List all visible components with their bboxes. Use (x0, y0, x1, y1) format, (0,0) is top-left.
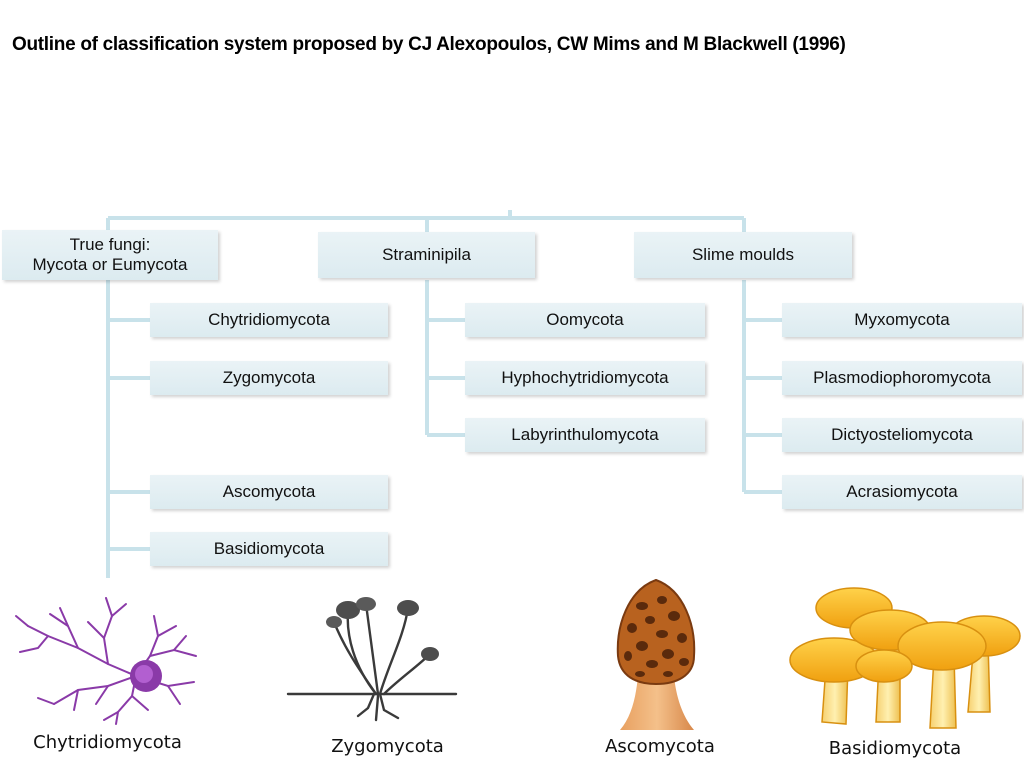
taxon-hyphochytridiomycota: Hyphochytridiomycota (465, 361, 705, 395)
taxon-acrasiomycota: Acrasiomycota (782, 475, 1022, 509)
taxon-ascomycota: Ascomycota (150, 475, 388, 509)
taxon-labyrinthulomycota: Labyrinthulomycota (465, 418, 705, 452)
taxon-oomycota: Oomycota (465, 303, 705, 337)
taxon-basidiomycota: Basidiomycota (150, 532, 388, 566)
slide-title: Outline of classification system propose… (12, 34, 846, 55)
illustration-label-zygomycota: Zygomycota (331, 736, 444, 757)
illustration-label-ascomycota: Ascomycota (605, 736, 715, 757)
morel-mushroom-icon (616, 578, 696, 730)
taxon-myxomycota: Myxomycota (782, 303, 1022, 337)
group-true-fungi-line1: True fungi: (69, 235, 151, 254)
zygomycete-sporangia-icon (286, 597, 458, 722)
chytrid-cell-icon (15, 597, 197, 725)
taxon-zygomycota: Zygomycota (150, 361, 388, 395)
taxon-chytridiomycota: Chytridiomycota (150, 303, 388, 337)
group-slime-moulds: Slime moulds (634, 232, 852, 278)
mushroom-cluster-icon (789, 587, 1021, 729)
group-true-fungi-line2: Mycota or Eumycota (32, 255, 188, 274)
illustration-label-basidiomycota: Basidiomycota (828, 738, 962, 759)
taxon-dictyosteliomycota: Dictyosteliomycota (782, 418, 1022, 452)
group-true-fungi: True fungi: Mycota or Eumycota (2, 230, 218, 280)
group-straminipila: Straminipila (318, 232, 535, 278)
illustration-label-chytridiomycota: Chytridiomycota (33, 732, 182, 753)
taxon-plasmodiophoromycota: Plasmodiophoromycota (782, 361, 1022, 395)
